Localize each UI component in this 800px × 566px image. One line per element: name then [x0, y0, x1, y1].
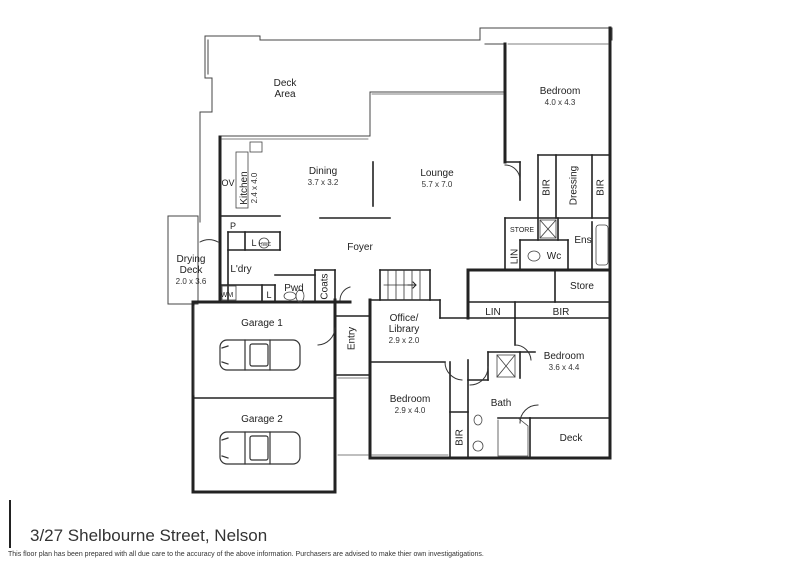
- bedroom-mid-name: Bedroom: [389, 394, 431, 405]
- bedroom-right-dim: 3.6 x 4.4: [548, 363, 580, 372]
- drying-deck-dim: 2.0 x 3.6: [175, 277, 207, 286]
- store-small-label: STORE: [510, 227, 534, 234]
- office-label: Office/ Library 2.9 x 2.0: [380, 313, 428, 346]
- bedroom-mid-label: Bedroom 2.9 x 4.0: [380, 394, 440, 416]
- disclaimer-text: This floor plan has been prepared with a…: [8, 551, 484, 558]
- linen-kitchen-label: L: [251, 238, 257, 248]
- address-accent-bar: [9, 500, 11, 548]
- deck-area-line2: Area: [274, 89, 296, 100]
- office-line2: Library: [388, 324, 420, 335]
- hwc-label: HWC: [259, 242, 271, 248]
- bedroom-main-name: Bedroom: [539, 86, 581, 97]
- bath-label: Bath: [490, 398, 512, 409]
- door-swings: [199, 164, 539, 424]
- lounge-label: Lounge 5.7 x 7.0: [412, 168, 462, 190]
- dining-dim: 3.7 x 3.2: [307, 178, 339, 187]
- laundry-label: L'dry: [230, 264, 252, 275]
- deck-area-label: Deck Area: [270, 78, 300, 100]
- car-garage-2: [219, 431, 301, 465]
- lounge-dim: 5.7 x 7.0: [421, 180, 453, 189]
- drying-deck-line2: Deck: [179, 265, 203, 276]
- kitchen-name: Kitchen: [239, 171, 250, 205]
- linen-lower-label: LIN: [485, 307, 501, 318]
- office-dim: 2.9 x 2.0: [388, 336, 420, 345]
- deck-area-outline: [199, 27, 613, 223]
- bedroom-mid-dim: 2.9 x 4.0: [394, 406, 426, 415]
- drying-deck-label: Drying Deck 2.0 x 3.6: [168, 254, 214, 287]
- kitchen-label: Kitchen 2.4 x 4.0: [239, 164, 260, 212]
- ov-label: OV: [221, 178, 235, 188]
- property-address: 3/27 Shelbourne Street, Nelson: [30, 526, 268, 545]
- kitchen-dim: 2.4 x 4.0: [250, 172, 259, 204]
- drying-deck-line1: Drying: [176, 254, 206, 265]
- entry-label: Entry: [346, 326, 358, 351]
- pantry-label: P: [229, 221, 236, 231]
- dining-label: Dining 3.7 x 3.2: [298, 166, 348, 188]
- wc-label: Wc: [546, 251, 562, 262]
- bedroom-main-dim: 4.0 x 4.3: [544, 98, 576, 107]
- fixtures: [221, 141, 609, 457]
- exterior-walls: [191, 26, 612, 494]
- powder-label: Pwd: [284, 283, 304, 294]
- interior-walls: [192, 154, 611, 459]
- ensuite-label: Ens: [574, 235, 592, 246]
- wm-label: WM: [220, 292, 234, 299]
- bir-dressing-left-label: BIR: [541, 179, 553, 196]
- bir-bedroom-mid-label: BIR: [454, 429, 466, 446]
- lounge-name: Lounge: [420, 168, 454, 179]
- linen-upper-label: LIN: [509, 248, 521, 265]
- linen-laundry-label: L: [266, 290, 272, 300]
- car-garage-1: [219, 339, 301, 371]
- garage-2-label: Garage 2: [241, 414, 283, 425]
- garage-1-label: Garage 1: [241, 318, 283, 329]
- dining-name: Dining: [308, 166, 338, 177]
- store-label: Store: [570, 281, 594, 292]
- bedroom-right-name: Bedroom: [543, 351, 585, 362]
- drying-deck-outline: [167, 215, 199, 305]
- deck-area-line1: Deck: [273, 78, 297, 89]
- bir-right-label: BIR: [552, 307, 570, 318]
- bedroom-main-label: Bedroom 4.0 x 4.3: [530, 86, 590, 108]
- office-line1: Office/: [389, 313, 419, 324]
- stair-arrow: [407, 281, 417, 289]
- foyer-label: Foyer: [347, 242, 373, 253]
- deck-label: Deck: [559, 433, 583, 444]
- bedroom-right-label: Bedroom 3.6 x 4.4: [534, 351, 594, 373]
- windows: [193, 43, 609, 456]
- dressing-label: Dressing: [568, 165, 580, 206]
- bir-dressing-right-label: BIR: [595, 179, 607, 196]
- coats-label: Coats: [319, 273, 331, 300]
